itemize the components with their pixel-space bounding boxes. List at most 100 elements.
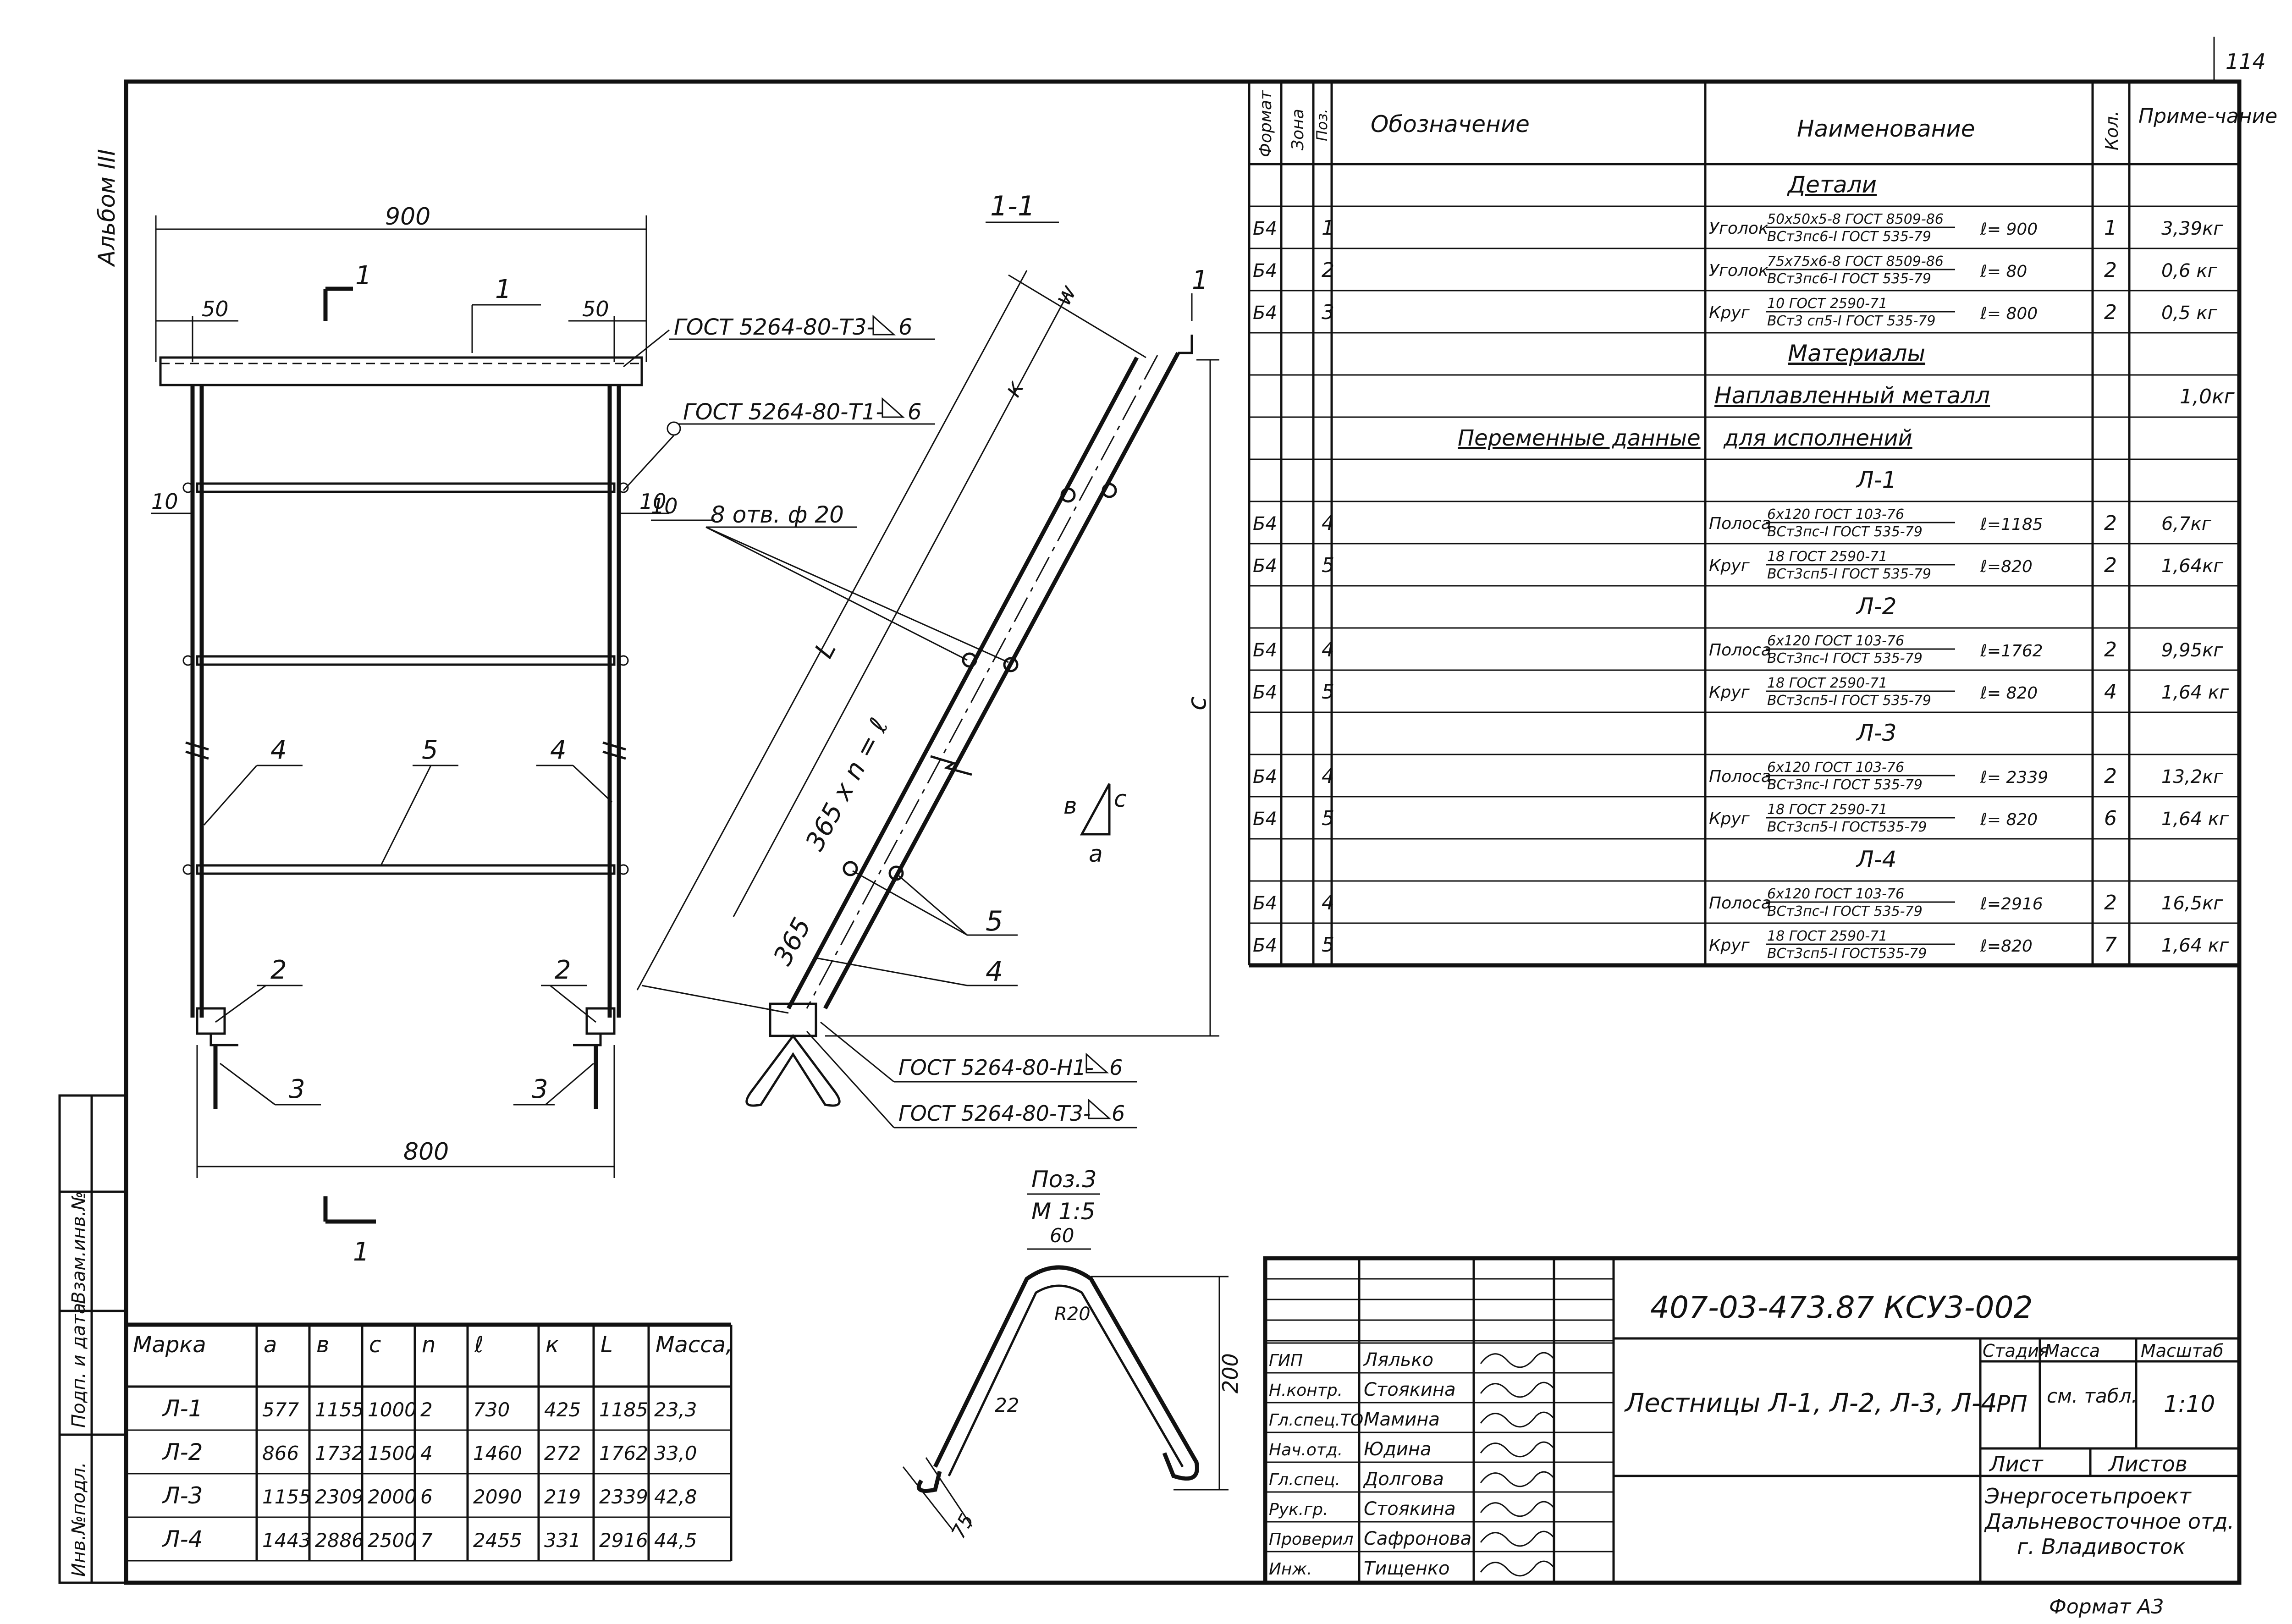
spec-qty: 4 [2104,680,2117,704]
staff-name: Долгова [1363,1469,1444,1490]
spec-prefix: Круг [1709,683,1750,702]
spec-length: ℓ=2916 [1980,895,2043,914]
header-designation: Обозначение [1371,111,1530,138]
left-stamp: Инв.№подл. Подп. и дата Взам.инв.№ [58,1094,127,1584]
org-line-3: г. Владивосток [2017,1534,2186,1559]
spec-pos: 3 [1322,301,1334,324]
spec-qty: 2 [2104,891,2117,914]
weld-note-3-size: 6 [1109,1055,1123,1080]
spec-num: 18 ГОСТ 2590-71 [1767,928,1887,944]
spec-qty: 2 [2104,301,2117,324]
header-zone: Зона [1289,109,1307,150]
spec-note: 1,64 кг [2161,935,2229,956]
spec-format: Б4 [1253,556,1277,577]
detail-title: Поз.3 [1031,1166,1096,1193]
marks-header: к [545,1332,559,1358]
marks-cell: 7 [420,1529,433,1552]
spec-num: 6х120 ГОСТ 103-76 [1767,760,1904,776]
spec-den: ВСт3 сп5-I ГОСТ 535-79 [1767,313,1935,329]
spec-pos: 4 [1322,512,1334,535]
document-code: 407-03-473.87 КСУ3-002 [1650,1290,2033,1325]
spec-prefix: Круг [1709,936,1750,955]
spec-pos: 4 [1322,765,1334,788]
header-pos: Поз. [1313,109,1331,141]
marks-cell: 1000 [368,1398,417,1421]
spec-num: 50х50х5-8 ГОСТ 8509-86 [1767,211,1944,227]
section-pos-1: 1 [1192,265,1208,295]
spec-note: 16,5кг [2161,893,2223,914]
marks-cell: 42,8 [654,1486,697,1508]
spec-pos: 4 [1322,638,1334,661]
spec-format: Б4 [1253,682,1277,703]
scale-label: Масштаб [2141,1341,2224,1361]
dim-10-right-2: 10 [651,494,678,518]
spec-length: ℓ=1762 [1980,642,2043,661]
spec-note: 0,6 кг [2161,260,2217,281]
marks-cell: 1500 [368,1442,417,1464]
spec-den: ВСт3пс-I ГОСТ 535-79 [1767,777,1923,793]
marks-cell: 1185 [599,1398,648,1421]
marks-cell: 730 [473,1398,510,1421]
staff-name: Юдина [1364,1439,1432,1460]
triangle-a: а [1089,841,1103,867]
spec-qty: 2 [2104,512,2117,535]
detail-dim-75: 75 [947,1510,978,1542]
spec-den: ВСт3сп5-I ГОСТ535-79 [1767,819,1927,835]
marks-cell: 1155 [315,1398,364,1421]
spec-prefix: Круг [1709,303,1750,322]
org-line-2: Дальневосточное отд. [1984,1509,2234,1534]
marks-cell: Л-1 [162,1395,203,1422]
spec-format: Б4 [1253,766,1277,787]
spec-qty: 7 [2104,933,2117,957]
dim-k: к [999,376,1030,402]
spec-pos: 4 [1322,891,1334,914]
marks-cell: 272 [544,1442,581,1464]
marks-cell: 4 [420,1442,433,1464]
spec-length: ℓ= 820 [1980,684,2038,703]
section-mark-bottom: 1 [353,1237,369,1267]
marks-cell: 1155 [262,1486,311,1508]
spec-qty: 2 [2104,638,2117,661]
staff-role: Н.контр. [1269,1381,1343,1400]
front-pos-4-left: 4 [270,735,287,765]
detail-dim-60: 60 [1050,1224,1074,1247]
dim-365: 365 [768,913,817,970]
spec-length: ℓ= 820 [1980,810,2038,829]
spec-format: Б4 [1253,513,1277,534]
spec-note: 9,95кг [2161,640,2223,661]
staff-role: Инж. [1269,1560,1312,1579]
spec-format: Б4 [1253,260,1277,281]
spec-variant-heading: Л-4 [1856,846,1896,873]
section-pos-4: 4 [986,956,1003,988]
weld-note-4-size: 6 [1112,1101,1125,1126]
spec-section-heading: Детали [1787,171,1877,198]
header-format: Формат [1256,90,1275,157]
spec-pos: 5 [1322,933,1334,957]
marks-cell: 33,0 [654,1442,697,1464]
sheets-label: Листов [2108,1452,2187,1476]
spec-length: ℓ= 800 [1980,304,2038,323]
marks-cell: 425 [544,1398,581,1421]
front-pos-2-left: 2 [270,955,287,985]
front-view: 900 50 50 1 1 1 ГОСТ 5264-80-Т3- 6 ГОСТ … [151,203,935,1267]
spec-format: Б4 [1253,303,1277,324]
marks-cell: 219 [544,1486,581,1508]
spec-format: Б4 [1253,218,1277,239]
spec-num: 18 ГОСТ 2590-71 [1767,549,1887,565]
marks-cell: 2455 [473,1529,522,1552]
spec-den: ВСт3пс6-I ГОСТ 535-79 [1767,229,1931,245]
spec-variable-label: Переменные данные [1458,425,1701,451]
signature-image [1480,1352,1555,1368]
signature-image [1480,1411,1555,1428]
marks-cell: 331 [544,1529,581,1552]
spec-length: ℓ=1185 [1980,515,2043,534]
marks-header: Масса, [656,1332,733,1358]
marks-cell: 2309 [315,1486,364,1508]
format-label: Формат А3 [2049,1595,2164,1618]
signature-image [1480,1471,1555,1487]
marks-cell: Л-2 [162,1439,203,1465]
signature-image [1480,1501,1555,1517]
spec-variant-heading: Л-1 [1856,467,1896,493]
spec-num: 6х120 ГОСТ 103-76 [1767,886,1904,902]
